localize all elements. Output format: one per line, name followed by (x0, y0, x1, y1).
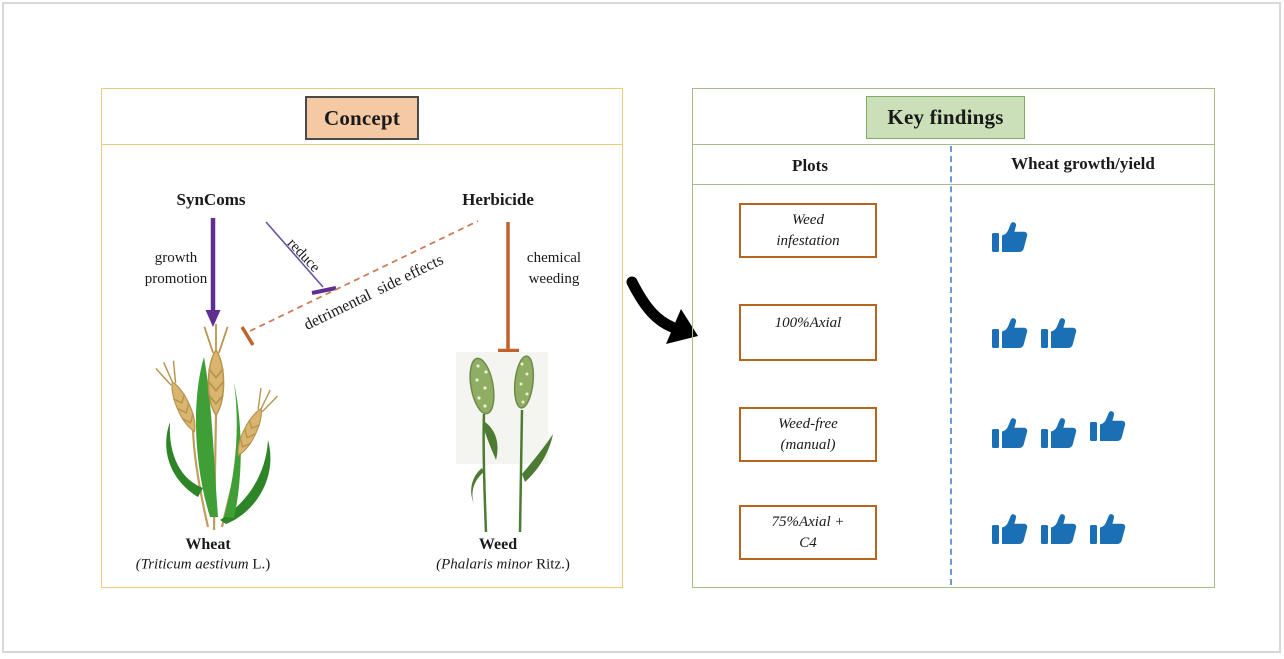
weed-species: (Phalaris minor Ritz.) (436, 556, 570, 573)
key-findings-title-box: Key findings (866, 96, 1025, 139)
findings-title-divider (692, 144, 1214, 145)
thumbs-up-icon (1090, 411, 1126, 441)
syncoms-label: SynComs (176, 190, 246, 209)
thumbs-rating-row-1 (991, 222, 1029, 253)
concept-title-divider (101, 144, 622, 145)
thumbs-up-icon (992, 318, 1028, 348)
wheat-species: (Triticum aestivum L.) (135, 556, 271, 573)
thumbs-rating-row-3 (991, 411, 1127, 449)
thumbs-rating-row-4 (991, 514, 1127, 545)
thumbs-up-icon (1041, 318, 1077, 348)
weed-plant-photo (456, 352, 553, 533)
thumbs-rating-row-2 (991, 318, 1078, 349)
weed-name: Weed (478, 536, 518, 553)
chemical-weeding-inhibit-line (498, 222, 519, 353)
chemical-weeding-label: chemical weeding (526, 250, 582, 287)
findings-header-divider (692, 184, 1214, 185)
thumbs-up-icon (1090, 514, 1126, 544)
concept-panel (101, 88, 623, 588)
plot-box-75-axial-c4: 75%Axial + C4 (739, 505, 877, 560)
side-effects-dashed-line (240, 220, 479, 346)
reduce-inhibit-line (265, 221, 337, 295)
growth-promotion-label: growth promotion (144, 250, 208, 287)
curved-arrow-icon (626, 276, 698, 344)
thumbs-up-icon (1041, 418, 1077, 448)
key-findings-panel (692, 88, 1215, 588)
growth-promotion-arrow (205, 218, 221, 327)
wheat-plant-illustration (154, 323, 280, 531)
column-header-plots: Plots (792, 156, 828, 175)
plot-box-weed-infestation: Weed infestation (739, 203, 877, 258)
thumbs-up-icon (992, 514, 1028, 544)
herbicide-label: Herbicide (462, 190, 534, 209)
thumbs-up-icon (992, 418, 1028, 448)
table-column-divider (950, 146, 952, 585)
plot-box-weed-free: Weed-free (manual) (739, 407, 877, 462)
thumbs-up-icon (992, 222, 1028, 252)
wheat-name: Wheat (185, 536, 231, 553)
concept-title-box: Concept (305, 96, 419, 140)
concept-title: Concept (323, 105, 401, 130)
column-header-wheat-growth: Wheat growth/yield (1011, 154, 1155, 173)
plot-box-100-axial: 100%Axial (739, 304, 877, 361)
key-findings-title: Key findings (887, 105, 1004, 129)
thumbs-up-icon (1041, 514, 1077, 544)
